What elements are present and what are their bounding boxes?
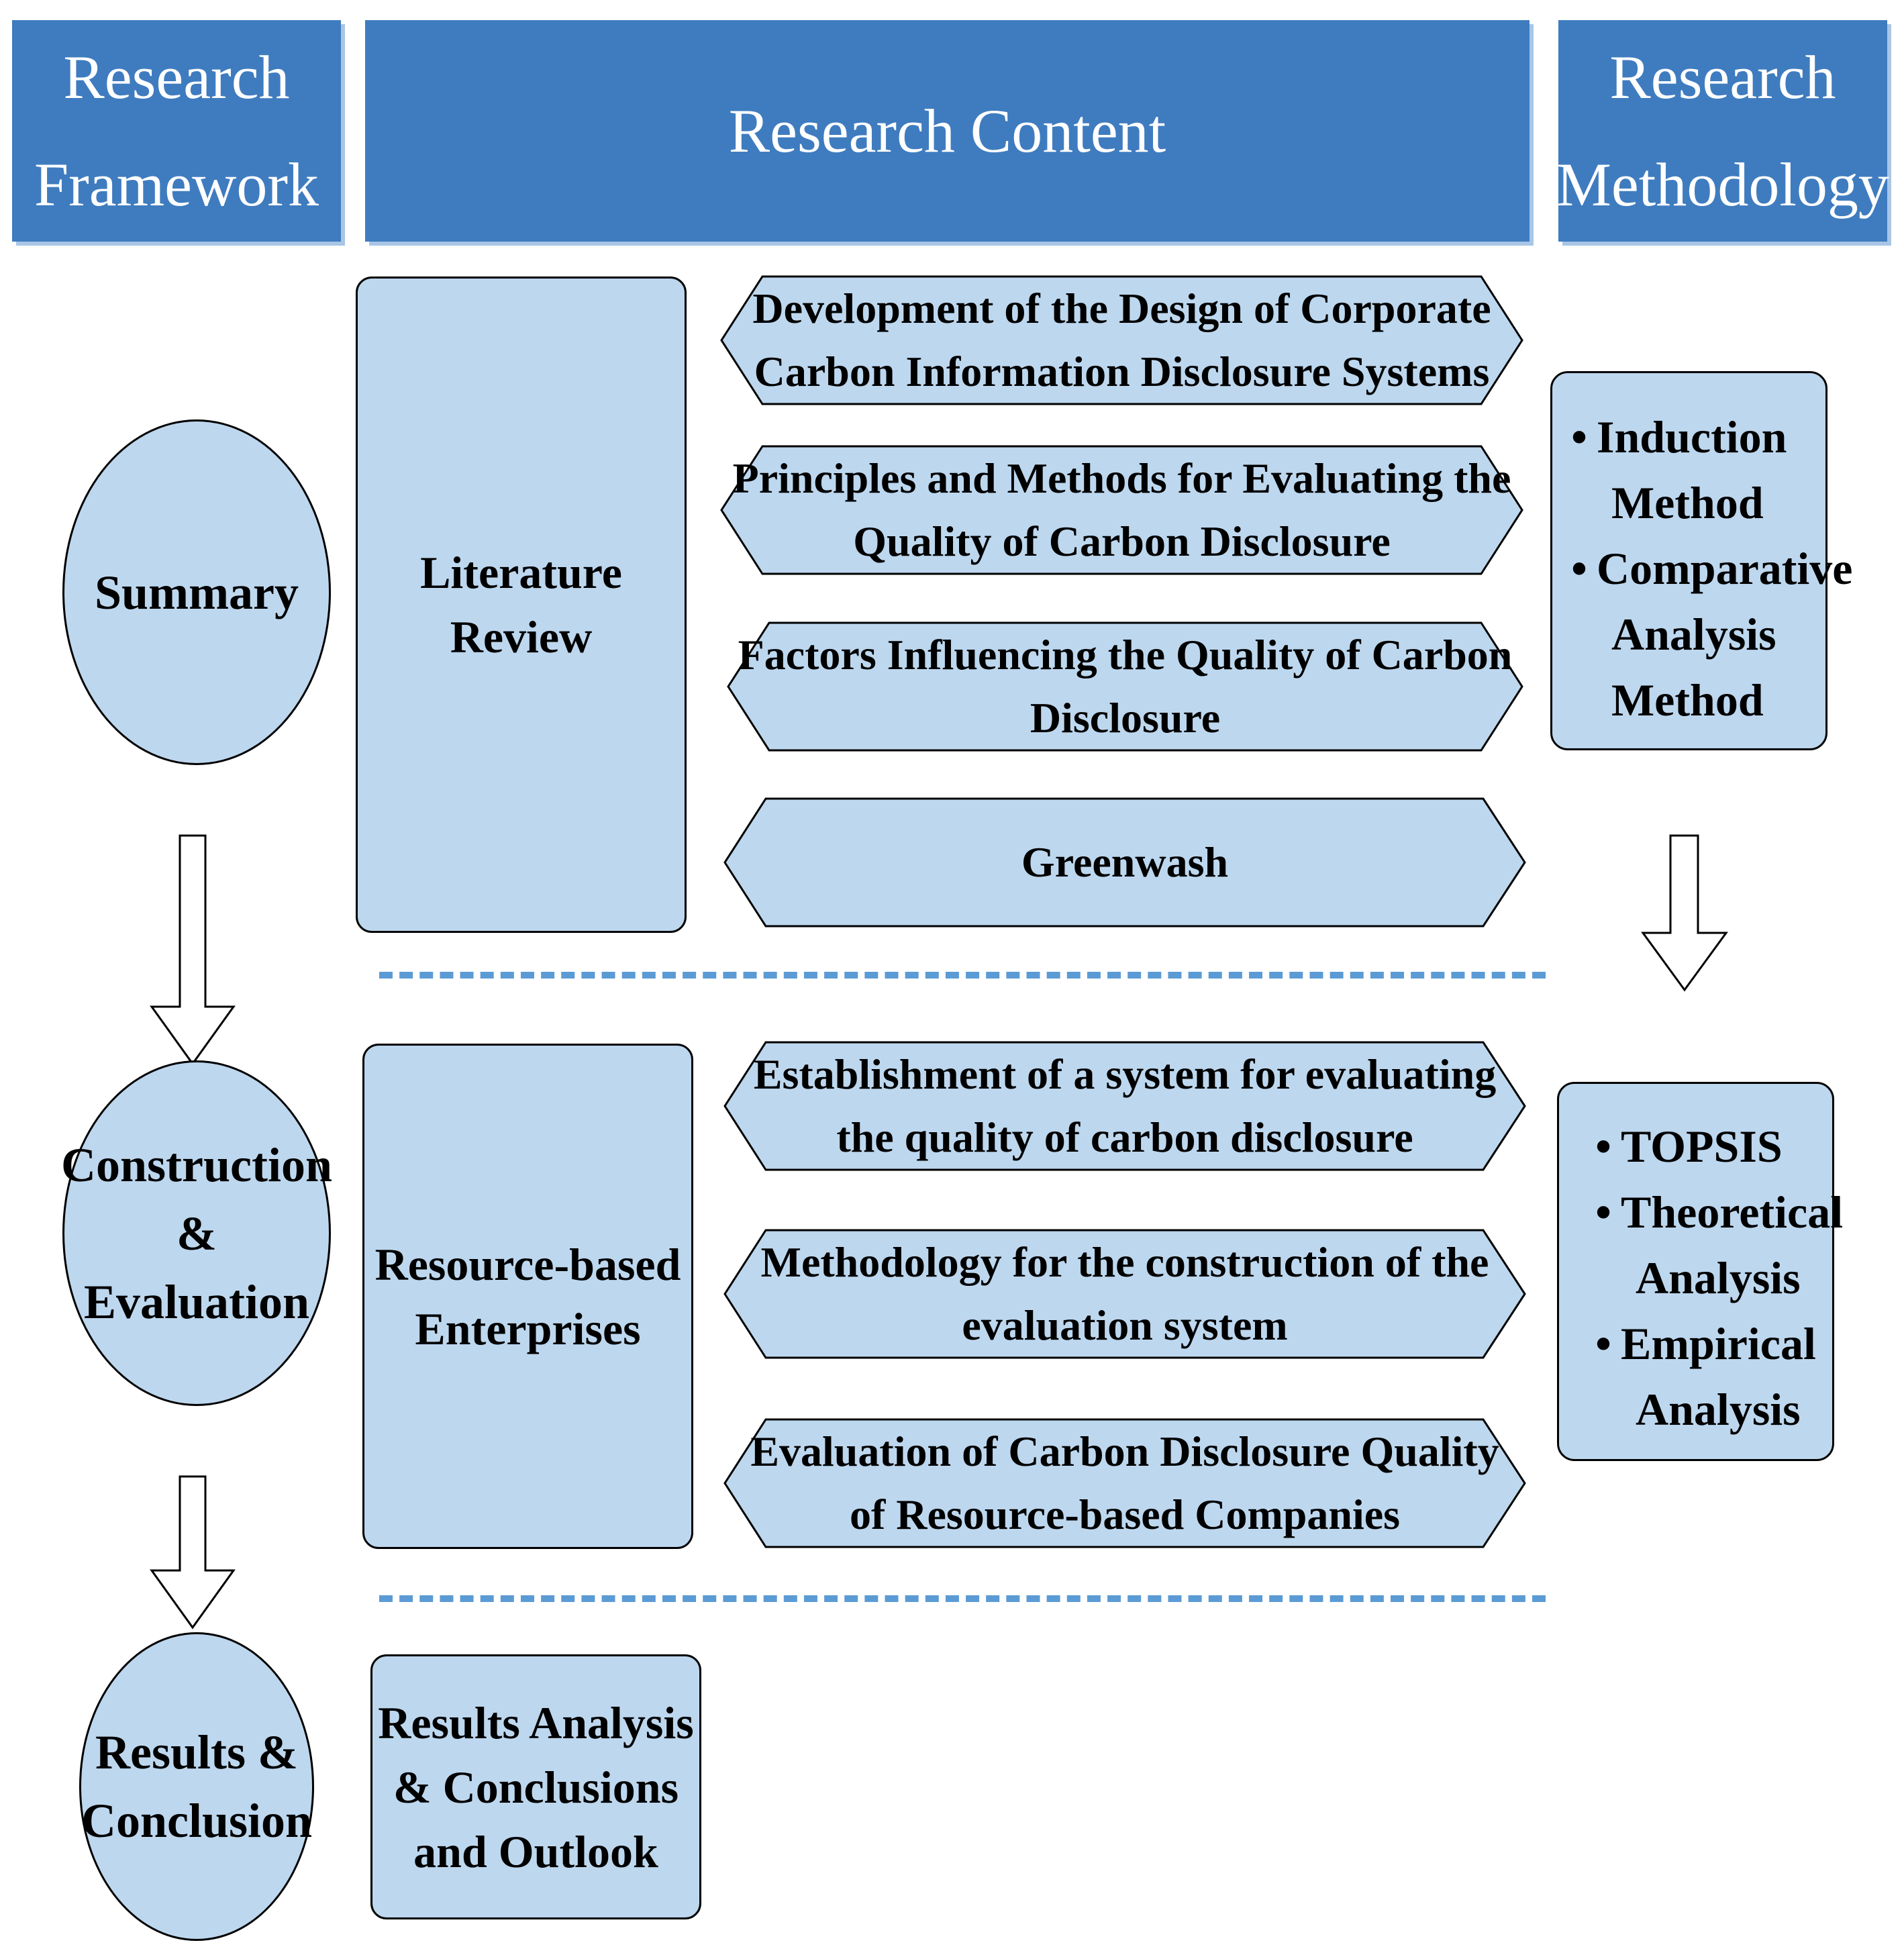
method-text: Empirical bbox=[1621, 1318, 1816, 1369]
section-resource-line-2: Enterprises bbox=[415, 1303, 641, 1354]
method-text: Method bbox=[1611, 674, 1764, 725]
content-item-7: Evaluation of Carbon Disclosure Quality … bbox=[725, 1419, 1525, 1547]
section-resource-line-1: Resource-based bbox=[374, 1238, 681, 1290]
method-text: Analysis bbox=[1636, 1252, 1801, 1303]
header-framework-line-2: Framework bbox=[34, 150, 319, 219]
content-item-2-line-2: Quality of Carbon Disclosure bbox=[853, 517, 1391, 565]
content-item-1: Development of the Design of Corporate C… bbox=[721, 277, 1522, 404]
stage-construction-evaluation: Construction & Evaluation bbox=[61, 1060, 333, 1406]
arrow-down-icon bbox=[1641, 834, 1728, 992]
header-framework-line-1: Research bbox=[63, 43, 290, 111]
bullet-icon: • bbox=[1595, 1121, 1611, 1172]
content-item-4: Greenwash bbox=[725, 799, 1525, 926]
stage-construction-line-1: Construction bbox=[61, 1138, 333, 1192]
content-item-5-line-2: the quality of carbon disclosure bbox=[836, 1113, 1413, 1161]
header-research-methodology: Research Methodology bbox=[1556, 20, 1889, 242]
content-item-3: Factors Influencing the Quality of Carbo… bbox=[728, 623, 1522, 750]
stage-construction-line-2: & Evaluation bbox=[83, 1206, 310, 1329]
content-item-7-line-2: of Resource-based Companies bbox=[849, 1491, 1401, 1538]
arrow-down-icon bbox=[150, 834, 236, 1066]
methodology-box-1: • Induction Method • Comparative Analysi… bbox=[1550, 371, 1852, 750]
content-item-2-line-1: Principles and Methods for Evaluating th… bbox=[732, 454, 1511, 502]
section-literature-line-1: Literature bbox=[420, 547, 622, 598]
content-item-shape-5 bbox=[723, 1041, 1526, 1171]
method-item: • Theoretical Analysis bbox=[1586, 1179, 1843, 1311]
content-item-5: Establishment of a system for evaluating… bbox=[725, 1042, 1525, 1170]
content-item-5-line-1: Establishment of a system for evaluating bbox=[753, 1050, 1497, 1098]
content-item-3-line-1: Factors Influencing the Quality of Carbo… bbox=[738, 631, 1513, 679]
content-item-shape-7 bbox=[723, 1418, 1526, 1548]
stage-results-line-2: Conclusion bbox=[81, 1794, 313, 1848]
section-resource-based-enterprises: Resource-based Enterprises bbox=[362, 1044, 693, 1549]
content-item-3-line-2: Disclosure bbox=[1030, 694, 1221, 742]
content-item-shape-6 bbox=[723, 1229, 1526, 1359]
content-item-1-line-1: Development of the Design of Corporate bbox=[752, 285, 1491, 332]
method-text: Method bbox=[1611, 477, 1764, 528]
method-text: Comparative bbox=[1597, 543, 1853, 594]
bullet-icon: • bbox=[1595, 1318, 1611, 1369]
method-text: Induction bbox=[1597, 411, 1787, 462]
content-item-7-line-1: Evaluation of Carbon Disclosure Quality bbox=[750, 1428, 1499, 1475]
methodology-box-2: • TOPSIS • Theoretical Analysis • Empiri… bbox=[1557, 1082, 1843, 1461]
header-methodology-line-2: Methodology bbox=[1556, 150, 1889, 219]
method-text: Analysis bbox=[1636, 1384, 1801, 1435]
section-results-line-3: and Outlook bbox=[413, 1825, 658, 1877]
section-divider bbox=[379, 972, 1546, 979]
stage-summary-label: Summary bbox=[95, 565, 299, 619]
header-content-label: Research Content bbox=[728, 97, 1166, 165]
method-text: Analysis bbox=[1611, 609, 1776, 660]
content-item-shape-4 bbox=[723, 797, 1526, 928]
arrow-down-icon bbox=[150, 1475, 236, 1630]
stage-summary: Summary bbox=[62, 419, 331, 765]
header-research-content: Research Content bbox=[365, 20, 1530, 242]
section-results-line-2: & Conclusions bbox=[393, 1761, 679, 1813]
stage-results-conclusion: Results & Conclusion bbox=[79, 1632, 314, 1941]
stage-results-line-1: Results & bbox=[95, 1725, 298, 1779]
method-item: • Empirical Analysis bbox=[1586, 1311, 1832, 1442]
method-item: • TOPSIS bbox=[1586, 1113, 1832, 1179]
content-item-shape-2 bbox=[720, 445, 1523, 575]
section-results-line-1: Results Analysis bbox=[378, 1697, 694, 1748]
content-item-6-line-2: evaluation system bbox=[962, 1301, 1288, 1349]
bullet-icon: • bbox=[1595, 1187, 1611, 1238]
section-divider bbox=[379, 1595, 1546, 1602]
section-literature-line-2: Review bbox=[450, 611, 593, 662]
section-results-analysis: Results Analysis & Conclusions and Outlo… bbox=[370, 1654, 701, 1919]
method-text: Theoretical bbox=[1621, 1187, 1844, 1238]
content-item-2: Principles and Methods for Evaluating th… bbox=[721, 446, 1522, 574]
content-item-shape-1 bbox=[720, 275, 1523, 405]
header-methodology-line-1: Research bbox=[1609, 43, 1836, 111]
method-text: TOPSIS bbox=[1621, 1121, 1783, 1172]
content-item-6: Methodology for the construction of the … bbox=[725, 1230, 1525, 1358]
content-item-6-line-1: Methodology for the construction of the bbox=[760, 1238, 1489, 1286]
bullet-icon: • bbox=[1571, 543, 1587, 594]
content-item-1-line-2: Carbon Information Disclosure Systems bbox=[754, 348, 1490, 395]
content-item-4-line-1: Greenwash bbox=[1021, 838, 1229, 886]
bullet-icon: • bbox=[1571, 411, 1587, 462]
content-item-shape-3 bbox=[727, 621, 1523, 752]
section-literature-review: Literature Review bbox=[356, 277, 687, 933]
method-item: • Comparative Analysis Method bbox=[1562, 536, 1852, 733]
method-item: • Induction Method bbox=[1562, 404, 1825, 536]
header-research-framework: Research Framework bbox=[12, 20, 341, 242]
